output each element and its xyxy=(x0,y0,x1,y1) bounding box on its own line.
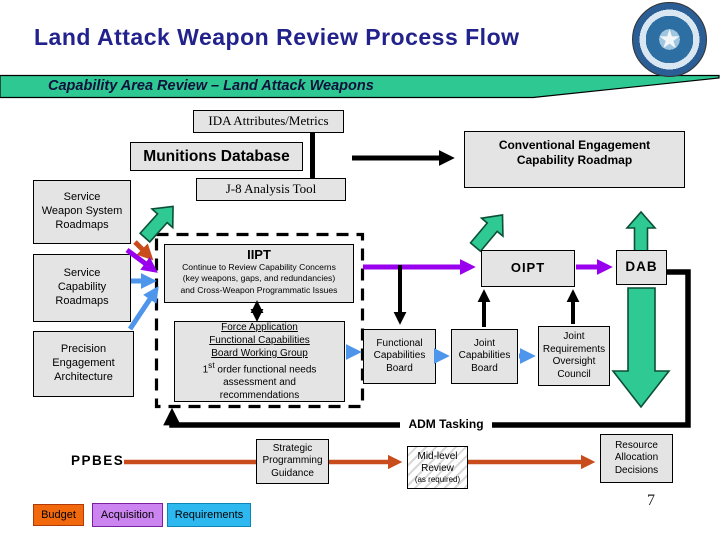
legend-acquisition: Acquisition xyxy=(92,503,163,527)
force-line-6: recommendations xyxy=(219,390,300,402)
adm-tasking-label: ADM Tasking xyxy=(400,416,492,432)
munitions-database-box: Munitions Database xyxy=(130,142,303,171)
ida-attributes-box: IDA Attributes/Metrics xyxy=(193,110,344,133)
green-block-arrow-service-up-icon xyxy=(138,205,174,244)
precision-engagement-architecture-box: Precision Engagement Architecture xyxy=(33,331,134,397)
iipt-body: Continue to Review Capability Concerns (… xyxy=(180,262,338,295)
green-block-arrow-dab-down-icon xyxy=(611,287,671,409)
jroc-box: Joint Requirements Oversight Council xyxy=(538,326,610,386)
force-line-1: Force Application xyxy=(221,321,298,333)
page-number: 7 xyxy=(647,492,655,509)
mid-level-review-note: (as required) xyxy=(414,474,461,484)
oipt-box: OIPT xyxy=(481,250,575,287)
service-weapon-system-roadmaps-box: Service Weapon System Roadmaps xyxy=(33,180,131,244)
force-line-5: assessment and xyxy=(223,377,296,389)
conventional-engagement-roadmap-box: Conventional Engagement Capability Roadm… xyxy=(464,131,685,188)
banner-title: Capability Area Review – Land Attack Wea… xyxy=(48,78,374,94)
resource-allocation-decisions-box: Resource Allocation Decisions xyxy=(600,434,673,483)
mid-level-review-box: Mid-level Review (as required) xyxy=(407,446,468,489)
force-line-4: 1st order functional needs xyxy=(202,359,317,376)
dod-seal-eagle-icon: ★ xyxy=(657,23,682,54)
banner-ribbon xyxy=(0,74,720,99)
green-block-arrow-oipt-up-icon xyxy=(469,213,504,253)
page-title: Land Attack Weapon Review Process Flow xyxy=(34,24,520,50)
joint-capabilities-board-box: Joint Capabilities Board xyxy=(451,329,518,384)
legend-requirements: Requirements xyxy=(167,503,251,527)
force-line-3: Board Working Group xyxy=(211,347,308,359)
functional-capabilities-board-box: Functional Capabilities Board xyxy=(363,329,436,384)
green-block-arrow-dab-up-icon xyxy=(625,210,657,255)
mid-level-review-label: Mid-level Review xyxy=(417,450,458,475)
service-capability-roadmaps-box: Service Capability Roadmaps xyxy=(33,254,131,322)
legend-budget: Budget xyxy=(33,504,84,526)
iipt-box: IIPT Continue to Review Capability Conce… xyxy=(164,244,354,303)
force-line-2: Functional Capabilities xyxy=(209,334,310,346)
dab-box: DAB xyxy=(616,250,667,285)
force-application-fcb-working-group-box: Force Application Functional Capabilitie… xyxy=(174,321,345,402)
dod-seal-icon: ★ xyxy=(632,2,707,77)
iipt-title: IIPT xyxy=(247,247,271,262)
j8-analysis-tool-box: J-8 Analysis Tool xyxy=(196,178,346,201)
ppbes-label: PPBES xyxy=(71,453,125,468)
strategic-programming-guidance-box: Strategic Programming Guidance xyxy=(256,439,329,484)
